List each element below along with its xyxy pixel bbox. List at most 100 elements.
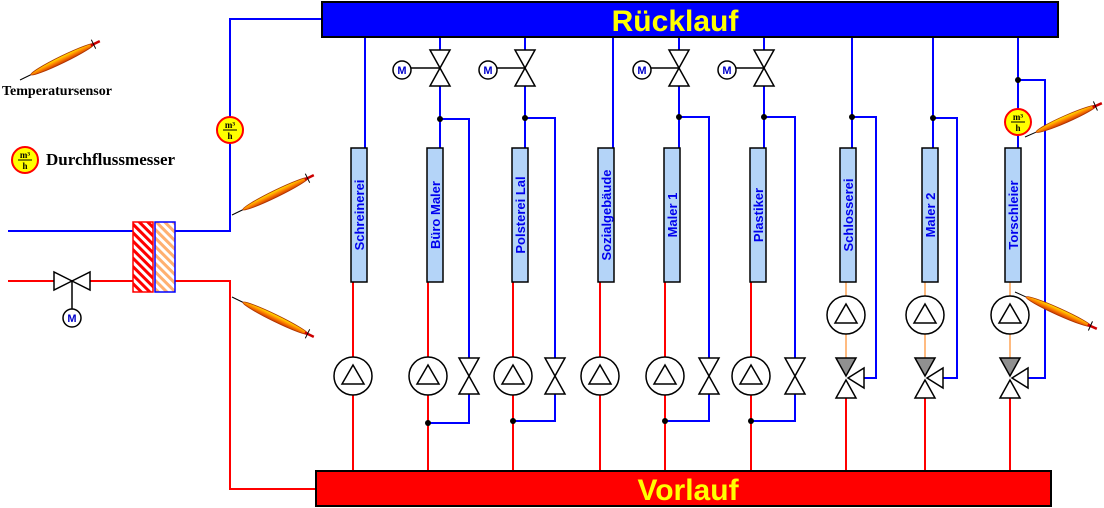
bypass-pipe	[428, 394, 470, 424]
motor-circle	[392, 60, 412, 80]
pump-triangle	[340, 363, 366, 385]
bypass-pipe	[751, 394, 796, 422]
pump-triangle	[997, 302, 1023, 324]
motor-icon: M	[717, 60, 737, 80]
heat-exchanger-secondary	[154, 221, 176, 293]
valve-icon	[513, 49, 537, 87]
junction-dot	[662, 418, 668, 424]
bypass-pipe	[764, 116, 796, 358]
ruecklauf-header	[321, 1, 1059, 38]
sensor-tip	[90, 40, 101, 47]
valve-icon	[428, 49, 452, 87]
junction-dot	[930, 115, 936, 121]
consumer-label: Sozialgebäude	[599, 169, 614, 260]
flow-meter-icon: m³h	[216, 116, 244, 144]
junction-dot	[425, 420, 431, 426]
valve-icon	[667, 49, 691, 87]
consumer-box	[839, 147, 857, 283]
valve-body	[697, 357, 721, 395]
valve-icon	[697, 357, 721, 395]
junction-dot	[510, 418, 516, 424]
valve-port-top	[834, 357, 858, 378]
sensor-mark	[304, 173, 311, 183]
valve-body	[457, 357, 481, 395]
pump-icon	[826, 295, 866, 335]
motor-icon: M	[392, 60, 412, 80]
valve-port-side	[846, 366, 865, 390]
sensor-tip	[1087, 323, 1098, 330]
valve-port-bottom	[998, 378, 1022, 399]
return-pipe	[175, 18, 322, 232]
mixing-return-pipe	[852, 116, 877, 379]
consumer-8: Maler 2	[921, 147, 939, 283]
pump-triangle	[500, 363, 526, 385]
bypass-pipe	[440, 118, 470, 358]
vorlauf-label: Vorlauf	[637, 474, 739, 507]
consumer-label: Schreinerei	[352, 180, 367, 251]
sensor-mark	[1092, 101, 1098, 111]
motor-label: M	[637, 65, 646, 77]
consumer-label: Maler 2	[923, 193, 938, 238]
flow-unit-bottom: h	[22, 161, 27, 171]
consumer-3: Polsterei Lal	[511, 147, 529, 283]
junction-dot	[849, 114, 855, 120]
motor-label: M	[483, 65, 492, 77]
consumer-label: Torschleier	[1006, 180, 1021, 249]
bypass-pipe	[665, 394, 710, 422]
valve-icon	[783, 357, 807, 395]
sensor-probe	[242, 301, 309, 335]
sensor-probe	[1025, 296, 1092, 328]
valve-body	[513, 49, 537, 87]
temperature-sensor-icon	[1014, 291, 1098, 331]
sensor-body	[19, 39, 101, 81]
valve-port-side	[1010, 366, 1029, 390]
supply-pipe	[175, 280, 316, 490]
consumer-5: Maler 1	[663, 147, 681, 283]
primary-valve-icon	[53, 270, 91, 292]
motor-label: M	[722, 65, 731, 77]
sensor-wire	[19, 74, 32, 81]
temperature-sensor-icon	[19, 39, 101, 81]
valve-body	[543, 357, 567, 395]
flow-unit-top: m³	[20, 150, 30, 160]
three-way-valve-icon	[913, 357, 944, 399]
consumer-label: Plastiker	[751, 188, 766, 242]
pump-icon	[333, 356, 373, 396]
junction-dot	[522, 115, 528, 121]
pump-icon	[580, 356, 620, 396]
pump-icon	[408, 356, 448, 396]
consumer-box	[1004, 147, 1022, 283]
sensor-body	[1024, 101, 1103, 138]
consumer-2: Büro Maler	[426, 147, 444, 283]
sensor-body	[231, 296, 315, 339]
temperature-sensor-icon	[231, 173, 315, 216]
consumer-box	[749, 147, 767, 283]
consumer-box	[921, 147, 939, 283]
pump-triangle	[912, 302, 938, 324]
legend-flow-meter: Durchflussmesser	[46, 150, 176, 169]
heat-exchanger-primary	[132, 221, 154, 293]
motor-circle	[478, 60, 498, 80]
valve-icon	[457, 357, 481, 395]
valve-port-side	[925, 366, 944, 390]
pump-icon	[990, 295, 1030, 335]
pump-triangle	[415, 363, 441, 385]
pump-icon	[731, 356, 771, 396]
sensor-probe	[30, 43, 95, 76]
flow-meter-icon: m³h	[1004, 108, 1032, 136]
bypass-pipe	[679, 116, 710, 358]
sensor-mark	[90, 39, 97, 49]
sensor-mark	[304, 329, 311, 339]
flow-meter-icon: m³h	[11, 146, 39, 174]
motor-circle	[632, 60, 652, 80]
vorlauf-header	[315, 470, 1052, 507]
sensor-wire	[1024, 131, 1037, 138]
motor-circle	[62, 308, 82, 328]
junction-dot	[748, 418, 754, 424]
sensor-tip	[304, 174, 315, 181]
consumer-label: Maler 1	[665, 193, 680, 238]
bypass-pipe	[525, 117, 556, 358]
motor-label: M	[397, 65, 406, 77]
three-way-valve-icon	[834, 357, 865, 399]
pump-icon	[905, 295, 945, 335]
